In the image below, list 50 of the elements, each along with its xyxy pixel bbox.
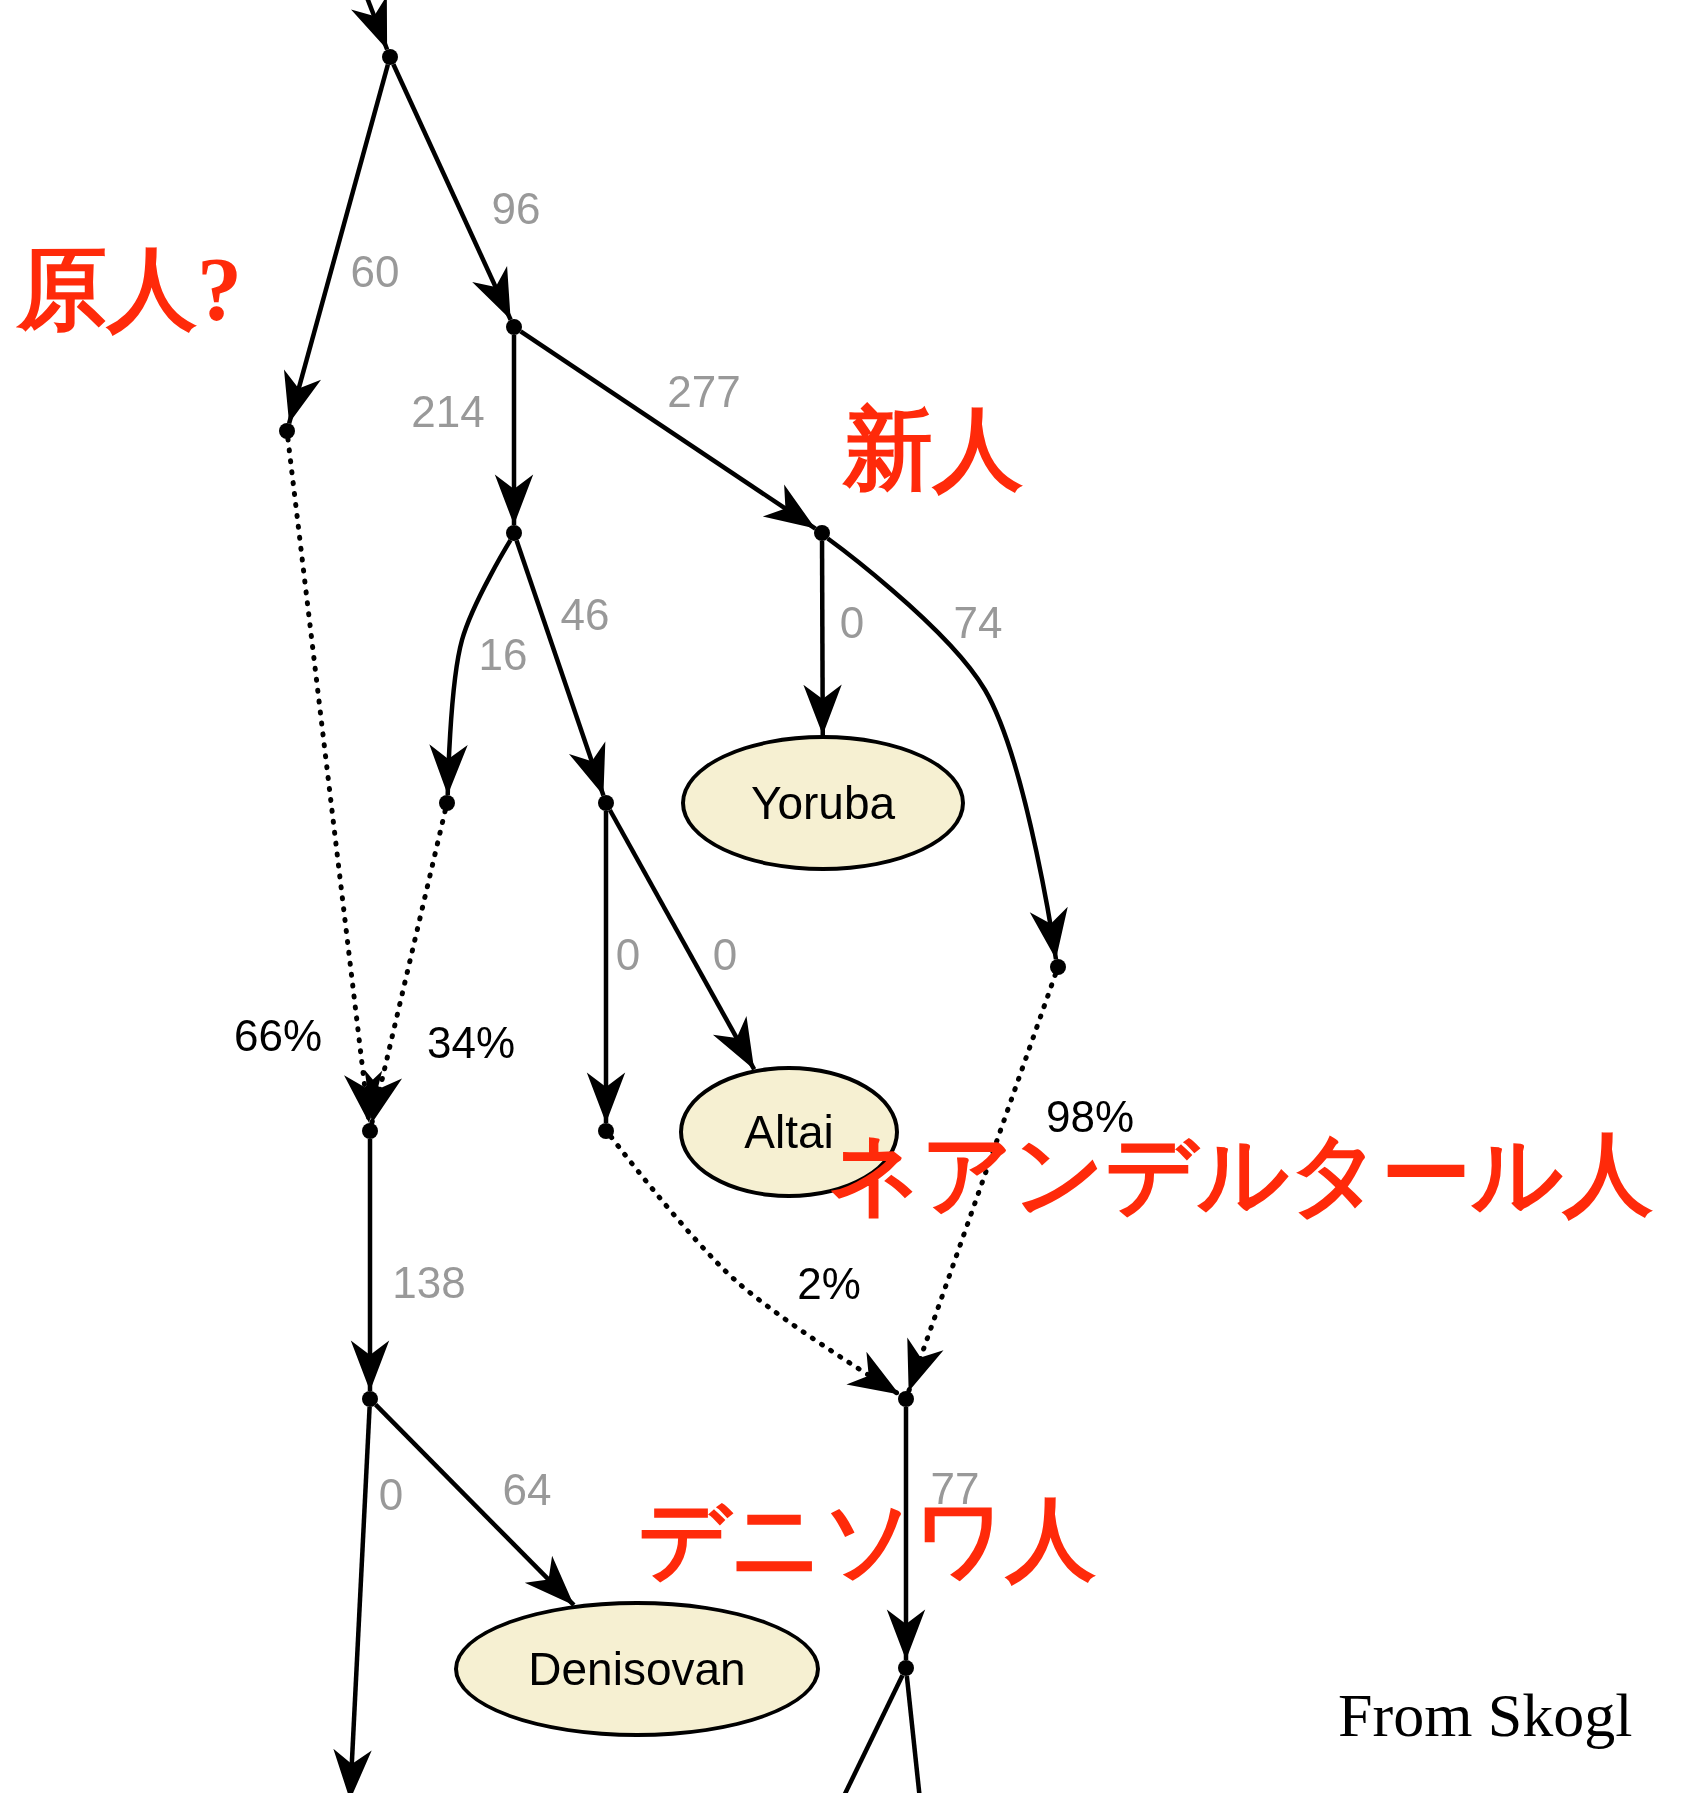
arrow (514, 539, 606, 797)
edge-label: 0 (615, 933, 641, 977)
edge-label: 66% (233, 1014, 323, 1058)
arrow (284, 64, 391, 424)
arrow (586, 811, 626, 1123)
edge-label: 138 (392, 1261, 466, 1305)
edge-label: 16 (478, 633, 528, 677)
arrow (803, 541, 842, 735)
edge-label: 60 (350, 250, 400, 294)
junction-dot (598, 795, 614, 811)
arrow (391, 63, 513, 321)
population-name: Yoruba (750, 776, 896, 830)
junction-dot (382, 49, 398, 65)
edge-label: 98% (1045, 1095, 1135, 1139)
junction-dot (1050, 959, 1066, 975)
arrow (608, 1134, 902, 1397)
junction-dot (506, 319, 522, 335)
junction-dot (898, 1391, 914, 1407)
arrow (494, 335, 534, 525)
junction-dot (362, 1123, 378, 1139)
edge-label: 46 (560, 593, 610, 637)
arrow (906, 972, 1058, 1394)
arrow (364, 808, 448, 1126)
junction-dot (898, 1660, 914, 1676)
arrow (886, 1407, 926, 1660)
arrow (519, 329, 817, 531)
junction-dot (362, 1391, 378, 1407)
junction-dot (279, 423, 295, 439)
junction-dot (814, 525, 830, 541)
edge-label: 64 (502, 1468, 552, 1512)
edge-label: 34% (426, 1021, 516, 1065)
species-label: 原人? (17, 245, 242, 335)
junction-dot (506, 525, 522, 541)
arrow (429, 539, 513, 796)
edge-label: 0 (712, 933, 738, 977)
population-name: Altai (744, 1105, 834, 1158)
arrow (333, 1406, 372, 1793)
edge-label: 2% (797, 1262, 861, 1306)
edge-label: 214 (411, 390, 485, 434)
arrow (826, 536, 1068, 960)
edge-label: 0 (378, 1473, 404, 1517)
edge-label: 0 (839, 601, 865, 645)
edge-label: 96 (491, 187, 541, 231)
arrow (351, 0, 390, 51)
junction-dot (439, 795, 455, 811)
edge-label: 277 (667, 370, 741, 414)
junction-dot (598, 1123, 614, 1139)
arrow (350, 1139, 390, 1391)
edge-label: 74 (953, 601, 1003, 645)
population-name: Denisovan (528, 1642, 746, 1696)
